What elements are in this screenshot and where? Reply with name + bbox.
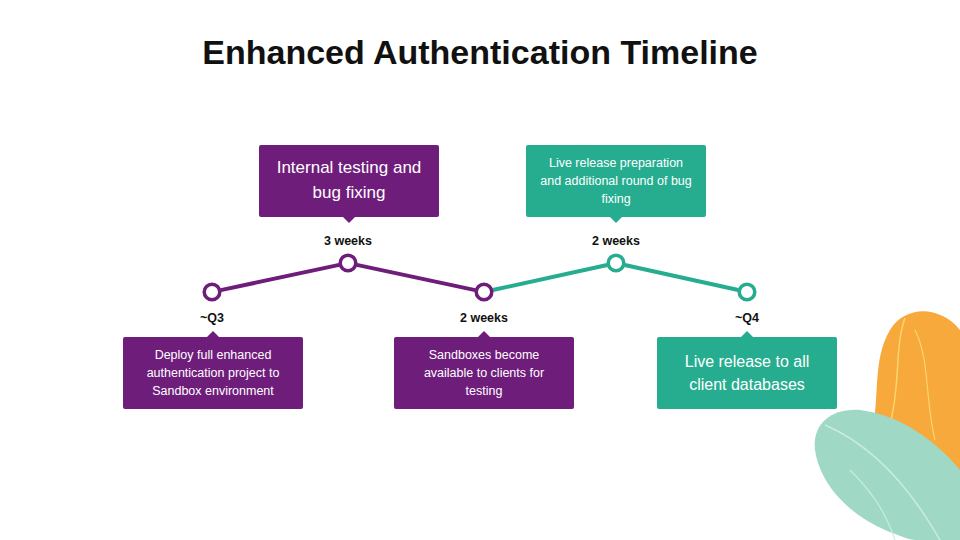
callout-text: Live release to all client databases — [671, 350, 823, 396]
callout-box: Deploy full enhanced authentication proj… — [123, 337, 303, 409]
duration-label: 2 weeks — [592, 234, 640, 248]
milestone-ring — [739, 284, 755, 300]
duration-label: ~Q3 — [200, 311, 224, 325]
milestone-dot: ~Q4 — [737, 282, 757, 302]
callout-box: Live release preparation and additional … — [526, 145, 706, 217]
duration-label: 3 weeks — [324, 234, 372, 248]
milestone-dot: 2 weeks — [474, 282, 494, 302]
callout-pointer — [741, 331, 753, 337]
milestone-circle — [202, 282, 222, 302]
duration-label: ~Q4 — [735, 311, 759, 325]
milestone-circle — [606, 253, 626, 273]
callout-pointer — [478, 331, 490, 337]
callout-pointer — [343, 217, 355, 223]
milestone-circle — [474, 282, 494, 302]
leaf-vein — [850, 470, 895, 540]
milestone-ring — [476, 284, 492, 300]
milestone-dot: 2 weeks — [606, 253, 626, 273]
milestone-circle — [737, 282, 757, 302]
milestone-dot: 3 weeks — [338, 253, 358, 273]
milestone-ring — [608, 255, 624, 271]
callout-box: Internal testing and bug fixing — [259, 145, 439, 217]
title: Enhanced Authentication Timeline — [0, 33, 960, 72]
callout-box: Sandboxes become available to clients fo… — [394, 337, 574, 409]
timeline-segment — [221, 265, 339, 290]
callout-pointer — [207, 331, 219, 337]
milestone-ring — [340, 255, 356, 271]
leaf-vein — [915, 330, 935, 440]
timeline-segment — [625, 265, 738, 290]
leaf-vein — [825, 425, 940, 540]
callout-text: Internal testing and bug fixing — [273, 156, 425, 205]
duration-label: 2 weeks — [460, 311, 508, 325]
mint-leaf — [815, 410, 960, 540]
callout-box: Live release to all client databases — [657, 337, 837, 409]
callout-text: Deploy full enhanced authentication proj… — [137, 346, 289, 400]
milestone-ring — [204, 284, 220, 300]
timeline-segment — [493, 265, 607, 290]
timeline-segment — [357, 265, 475, 290]
callout-text: Sandboxes become available to clients fo… — [408, 346, 560, 400]
callout-text: Live release preparation and additional … — [540, 154, 692, 208]
milestone-circle — [338, 253, 358, 273]
milestone-dot: ~Q3 — [202, 282, 222, 302]
callout-pointer — [610, 217, 622, 223]
